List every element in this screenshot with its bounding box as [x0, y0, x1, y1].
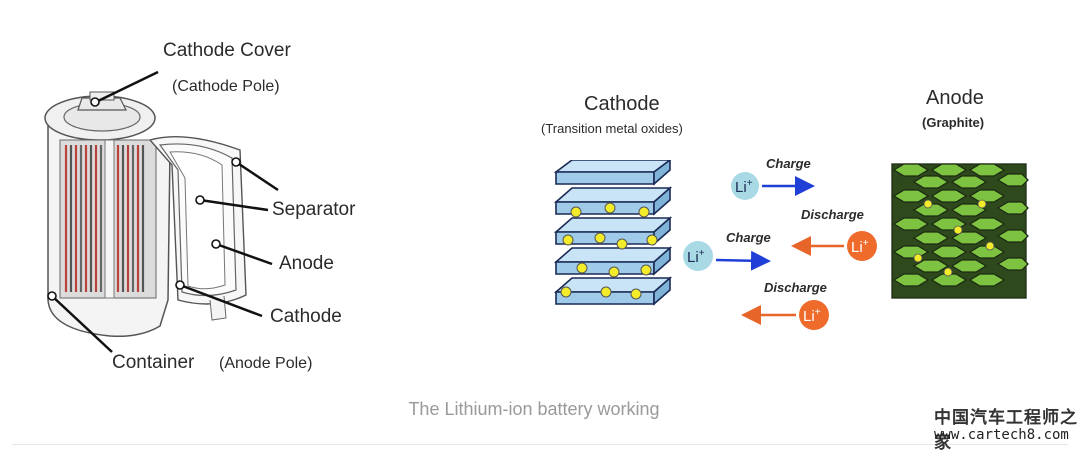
- li-ion-4: [799, 300, 829, 330]
- anode-title: Anode: [926, 87, 984, 109]
- leader-cathode-cover: [95, 70, 159, 104]
- ion-flow: [683, 172, 877, 330]
- cathode-subtitle: (Transition metal oxides): [541, 121, 683, 136]
- li-ion-2-text: Li+: [851, 238, 869, 256]
- label-anode: Anode: [279, 253, 334, 274]
- charge-arrow-2: [715, 250, 771, 271]
- cathode-sheet: [169, 151, 226, 290]
- anode-graphite-block: [891, 163, 1029, 299]
- watermark-text: 中国汽车工程师之家: [934, 408, 1078, 453]
- caption-divider: [12, 444, 1068, 445]
- cathode-plate-stack: [553, 160, 673, 306]
- electrode-winding: [59, 139, 157, 299]
- li-ion-3-text: Li+: [687, 248, 705, 266]
- leader-cathode: [179, 283, 263, 318]
- label-anode-pole: (Anode Pole): [219, 355, 313, 372]
- label-cathode-pole: (Cathode Pole): [172, 78, 280, 95]
- anode-subtitle: (Graphite): [922, 115, 985, 130]
- leader-container: [51, 295, 113, 353]
- li-ion-2: [847, 231, 877, 261]
- li-ion-3: [683, 241, 713, 271]
- discharge-label-1: Discharge: [801, 207, 864, 222]
- watermark-url: www.cartech8.com: [934, 427, 1069, 443]
- discharge-label-2: Discharge: [764, 280, 827, 295]
- label-separator: Separator: [272, 199, 356, 220]
- cylinder-cutaway-illustration: [44, 70, 279, 353]
- cathode-title: Cathode: [584, 93, 660, 115]
- label-cathode-cover: Cathode Cover: [163, 40, 291, 61]
- charge-label-1: Charge: [766, 156, 811, 171]
- label-container: Container: [112, 352, 195, 373]
- leader-separator-2: [199, 198, 269, 212]
- leader-separator: [235, 160, 279, 192]
- cathode-cover-cap: [77, 97, 127, 111]
- li-ion-1-text: Li+: [735, 178, 753, 196]
- li-ion-1: [731, 172, 759, 200]
- figure-caption: The Lithium-ion battery working: [408, 399, 660, 419]
- label-cathode: Cathode: [270, 306, 342, 327]
- charge-label-2: Charge: [726, 230, 771, 245]
- li-ion-4-text: Li+: [803, 307, 821, 325]
- leader-anode: [215, 242, 273, 266]
